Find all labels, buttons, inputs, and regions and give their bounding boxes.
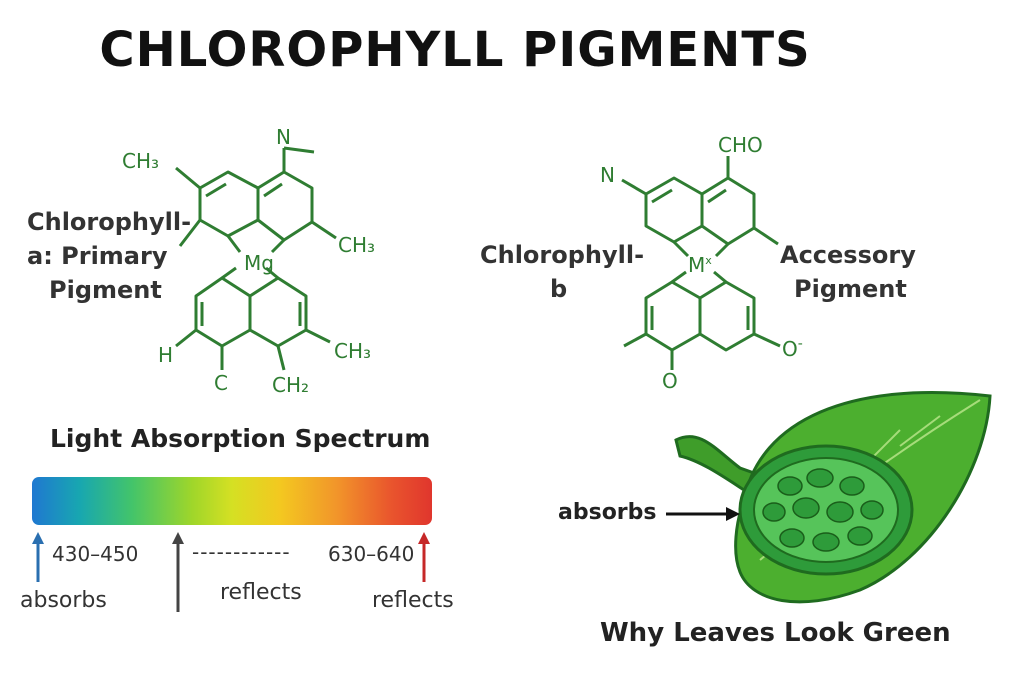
group-ch2-bottom: CH₂	[272, 373, 309, 397]
group-ch3-bottom-right: CH₃	[334, 339, 371, 363]
gray-arrow	[172, 532, 184, 612]
range-left: 430–450	[52, 542, 139, 566]
chlorophyll-a-label: Chlorophyll- a: Primary Pigment	[27, 205, 191, 307]
grana	[762, 468, 884, 552]
absorbs-arrowhead	[726, 507, 740, 521]
page-title: CHLOROPHYLL PIGMENTS	[99, 22, 811, 78]
accessory-label-line1: Accessory	[780, 241, 916, 269]
group-n-top: N	[276, 125, 291, 149]
group-o-bottom: O	[662, 369, 678, 393]
chlorophyll-a-label-line1: Chlorophyll-	[27, 208, 192, 236]
accessory-label-line2: Pigment	[794, 275, 907, 303]
group-n-left: N	[600, 163, 615, 187]
leaf-caption: Why Leaves Look Green	[600, 618, 951, 648]
group-c-bottom: C	[214, 371, 228, 395]
chlorophyll-b-label-line1: Chlorophyll-	[480, 241, 645, 269]
mg-atom: Mg	[244, 251, 274, 275]
chlorophyll-a-label-line2: a: Primary	[27, 242, 168, 270]
group-ch3-right: CH₃	[338, 233, 375, 257]
group-ch3-top: CH₃	[122, 149, 159, 173]
red-arrow	[418, 532, 430, 582]
leaf-absorbs-label: absorbs	[558, 500, 657, 525]
absorbs-label: absorbs	[20, 588, 107, 613]
chlorophyll-a-label-line3: Pigment	[49, 276, 162, 304]
accessory-pigment-label: Accessory Pigment	[780, 238, 916, 306]
range-right: 630–640	[328, 542, 415, 566]
group-cho-top: CHO	[718, 133, 763, 157]
group-o-right: O-	[782, 336, 803, 361]
reflects-middle-label: reflects	[220, 580, 302, 605]
chlorophyll-b-label-line2: b	[550, 275, 568, 303]
chlorophyll-b-label: Chlorophyll- b	[480, 238, 644, 306]
spectrum-bar	[32, 477, 432, 525]
m-atom: Mx	[688, 253, 712, 277]
spectrum-heading: Light Absorption Spectrum	[50, 424, 431, 453]
reflects-right-label: reflects	[372, 588, 454, 613]
blue-arrow	[32, 532, 44, 582]
range-dashes: ------------	[192, 540, 291, 564]
group-h-left: H	[158, 343, 173, 367]
